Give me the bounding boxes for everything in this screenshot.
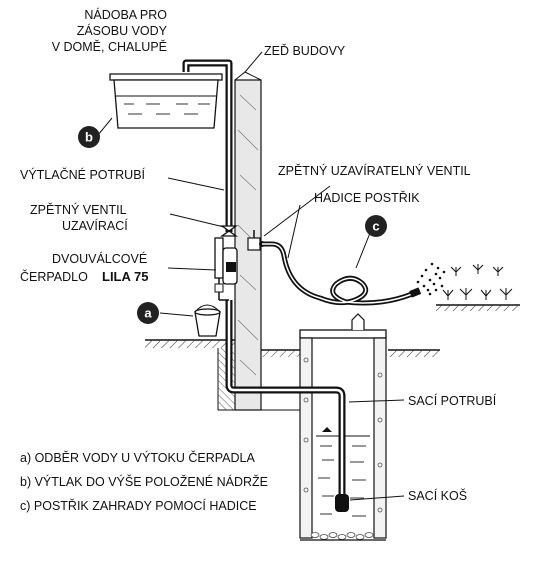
legend-item-a: a) ODBĚR VODY U VÝTOKU ČERPADLA [20, 450, 255, 465]
storage-tank [109, 73, 223, 129]
badge-a: a [137, 302, 159, 324]
legend: a) ODBĚR VODY U VÝTOKU ČERPADLA b) VÝTLA… [20, 450, 268, 513]
label-tank-line2: ZÁSOBU VODY [77, 23, 168, 38]
garden-plants [442, 264, 513, 300]
label-discharge-pipe: VÝTLAČNÉ POTRUBÍ [20, 167, 146, 182]
label-hose: HADICE POSTŘIK [314, 190, 420, 205]
label-suction-pipe: SACÍ POTRUBÍ [408, 393, 497, 408]
svg-text:b: b [85, 130, 93, 145]
badge-c: c [365, 215, 387, 237]
garden-hose [262, 241, 422, 306]
leader-lines [97, 51, 405, 501]
label-pump-model: LILA 75 [102, 269, 148, 284]
label-tank-line3: V DOMĚ, CHALUPĚ [52, 39, 167, 54]
svg-text:a: a [144, 306, 152, 321]
label-check-valve-line2: UZAVÍRACÍ [62, 218, 128, 233]
svg-text:c: c [372, 219, 379, 234]
badge-b: b [78, 126, 100, 148]
label-pump-line1: DVOUVÁLCOVÉ [52, 251, 147, 266]
pump-lila-75 [214, 237, 238, 301]
label-closing-check-valve: ZPĚTNÝ UZAVÍRATELNÝ VENTIL [278, 163, 471, 178]
label-tank-line1: NÁDOBA PRO [84, 7, 167, 22]
well-water-level [316, 427, 370, 517]
legend-item-c: c) POSTŘIK ZAHRADY POMOCÍ HADICE [20, 498, 257, 513]
discharge-pipe [182, 59, 233, 232]
label-pump-line2: ČERPADLO [20, 269, 88, 284]
suction-basket [335, 494, 349, 512]
water-spray [416, 262, 446, 296]
label-check-valve-line1: ZPĚTNÝ VENTIL [30, 202, 127, 217]
bucket [194, 304, 221, 337]
legend-item-b: b) VÝTLAK DO VÝŠE POLOŽENÉ NÁDRŽE [20, 474, 268, 489]
suction-pipe [225, 300, 346, 496]
well-gravel-bottom [310, 532, 374, 540]
label-suction-basket: SACÍ KOŠ [408, 488, 467, 503]
label-wall: ZEĎ BUDOVY [264, 43, 346, 58]
check-valve [219, 225, 239, 237]
